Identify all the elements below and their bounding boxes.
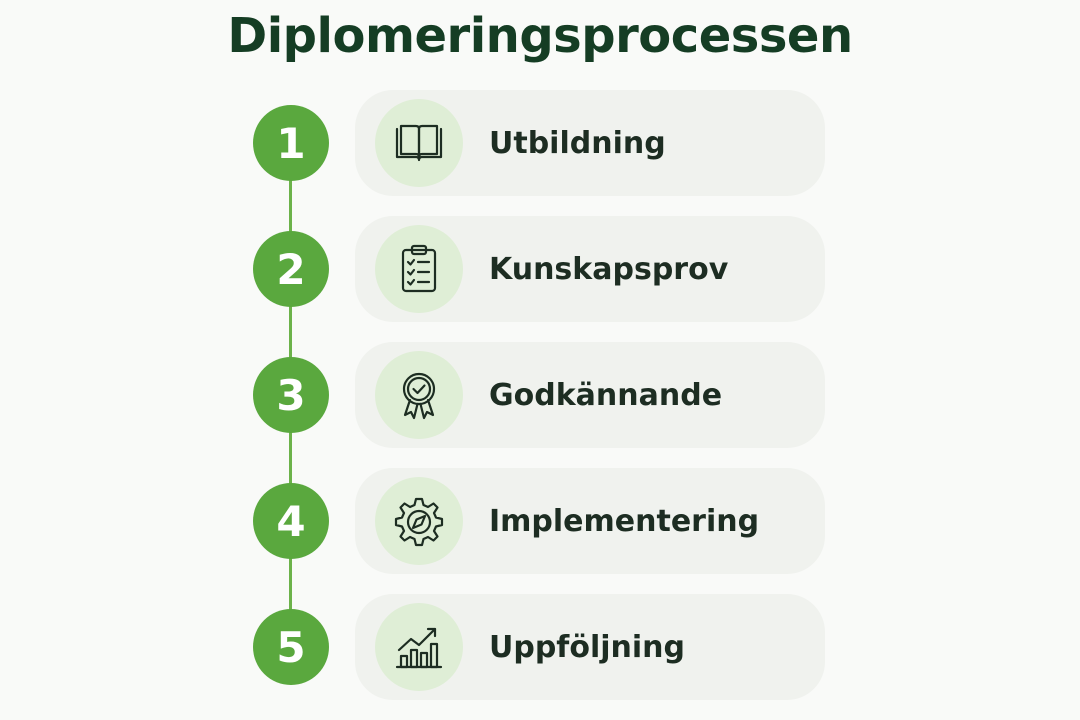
growth-chart-icon [375, 603, 463, 691]
step-2: 2 Kunskapsprov [0, 216, 1080, 322]
step-card: Implementering [355, 468, 825, 574]
step-label: Uppföljning [489, 629, 686, 665]
page-title: Diplomeringsprocessen [227, 8, 853, 64]
open-book-icon [375, 99, 463, 187]
step-4: 4 Implementering [0, 468, 1080, 574]
step-number-badge: 2 [253, 231, 329, 307]
step-card: Kunskapsprov [355, 216, 825, 322]
step-card: Utbildning [355, 90, 825, 196]
step-label: Utbildning [489, 125, 666, 161]
gear-compass-icon [375, 477, 463, 565]
step-card: Uppföljning [355, 594, 825, 700]
step-number-badge: 1 [253, 105, 329, 181]
clipboard-checklist-icon [375, 225, 463, 313]
step-number-badge: 3 [253, 357, 329, 433]
step-number-badge: 5 [253, 609, 329, 685]
step-number-badge: 4 [253, 483, 329, 559]
step-label: Implementering [489, 503, 760, 539]
step-label: Godkännande [489, 377, 723, 413]
step-3: 3 Godkännande [0, 342, 1080, 448]
step-5: 5 Uppföljning [0, 594, 1080, 700]
step-label: Kunskapsprov [489, 251, 729, 287]
step-card: Godkännande [355, 342, 825, 448]
award-ribbon-icon [375, 351, 463, 439]
step-1: 1 Utbildning [0, 90, 1080, 196]
